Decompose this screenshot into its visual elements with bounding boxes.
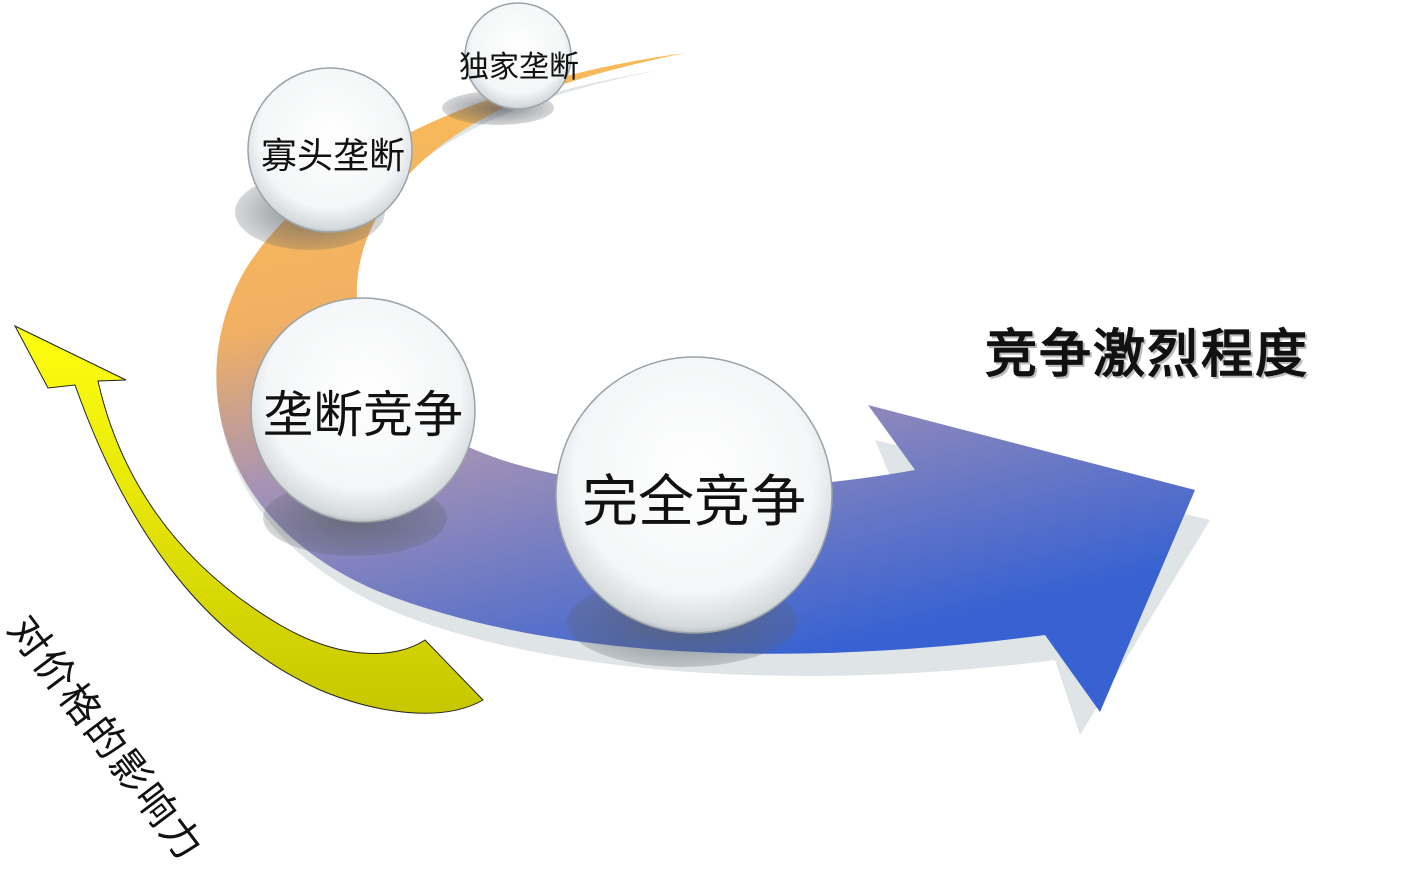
stage-sphere-monopolistic-competition: 垄断竞争 [250, 297, 476, 556]
sphere [247, 67, 413, 233]
stage-label: 垄断竞争 [263, 386, 463, 444]
stage-sphere-monopoly: 独家垄断 [442, 2, 579, 125]
sphere [555, 356, 833, 634]
influence-arrow [13, 324, 484, 714]
competition-arrow [216, 53, 1195, 712]
stage-label: 独家垄断 [459, 50, 579, 85]
competition-intensity-label: 竞争激烈程度 [985, 324, 1310, 385]
stage-sphere-perfect-competition: 完全竞争 [555, 356, 833, 667]
sphere [464, 2, 572, 110]
stage-label: 完全竞争 [582, 470, 806, 535]
market-structure-diagram: 独家垄断 寡头垄断 垄断竞争 完全竞争 [13, 2, 1211, 735]
stage-label: 寡头垄断 [261, 136, 405, 177]
sphere [250, 297, 476, 523]
stage-sphere-oligopoly: 寡头垄断 [235, 67, 413, 250]
